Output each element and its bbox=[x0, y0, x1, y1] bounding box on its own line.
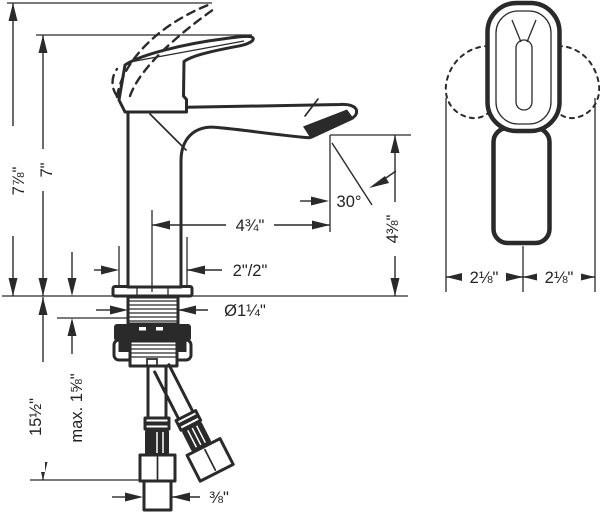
handle-raised-dashed bbox=[111, 2, 216, 99]
dimension-label-spout-height: 4⅜" bbox=[384, 214, 402, 243]
dim-connection-size: ⅜" bbox=[112, 489, 229, 507]
dimension-label-spout-reach: 4¾" bbox=[236, 217, 265, 235]
dimension-label-shank-diameter: Ø1¼" bbox=[224, 302, 266, 320]
dim-hose-length: 15½" bbox=[23, 297, 48, 480]
front-view-faucet bbox=[444, 0, 600, 246]
dimensions: 7⅞" 7" 15½" max. 1⅝" bbox=[5, 3, 595, 507]
dim-spout-height: 4⅜" bbox=[381, 135, 402, 296]
dimension-label-aerator-angle: 30° bbox=[337, 193, 362, 211]
dimension-label-hose-length: 15½" bbox=[27, 398, 45, 436]
front-body bbox=[491, 125, 552, 246]
handle-lever bbox=[117, 34, 255, 114]
supply-hose-angled bbox=[153, 363, 235, 483]
dim-aerator-angle: 30° bbox=[300, 142, 397, 211]
dim-front-clearances: 2⅛" 2⅛" bbox=[446, 266, 595, 287]
extension-lines bbox=[2, 2, 596, 481]
dimension-label-handle-height: 7" bbox=[38, 162, 56, 177]
dimension-label-front-clearance-right: 2⅛" bbox=[545, 269, 574, 287]
dimension-label-overall-height: 7⅞" bbox=[10, 166, 28, 195]
supply-hose-straight bbox=[138, 364, 177, 512]
dimension-label-connection-size: ⅜" bbox=[209, 489, 229, 507]
dim-shank-diameter: Ø1¼" bbox=[96, 302, 266, 320]
dim-base-depth: 2"/2" bbox=[94, 262, 267, 280]
front-handle bbox=[485, 0, 562, 134]
side-view-faucet bbox=[111, 2, 359, 512]
dimension-label-front-clearance-left: 2⅛" bbox=[470, 269, 499, 287]
dimension-label-max-deck-thickness: max. 1⅝" bbox=[68, 373, 86, 442]
mounting-hardware bbox=[112, 295, 193, 368]
dimension-label-base-depth: 2"/2" bbox=[233, 262, 268, 280]
mounting-nut bbox=[114, 324, 191, 341]
dim-overall-height: 7⅞" bbox=[5, 3, 28, 296]
handle-swing-arc-left bbox=[444, 45, 494, 120]
aerator-tip bbox=[303, 109, 354, 139]
dim-spout-reach: 4¾" bbox=[152, 214, 330, 236]
handle-slot bbox=[515, 39, 533, 111]
dim-handle-height: 7" bbox=[35, 35, 56, 296]
dim-max-deck-thickness: max. 1⅝" bbox=[67, 252, 86, 443]
